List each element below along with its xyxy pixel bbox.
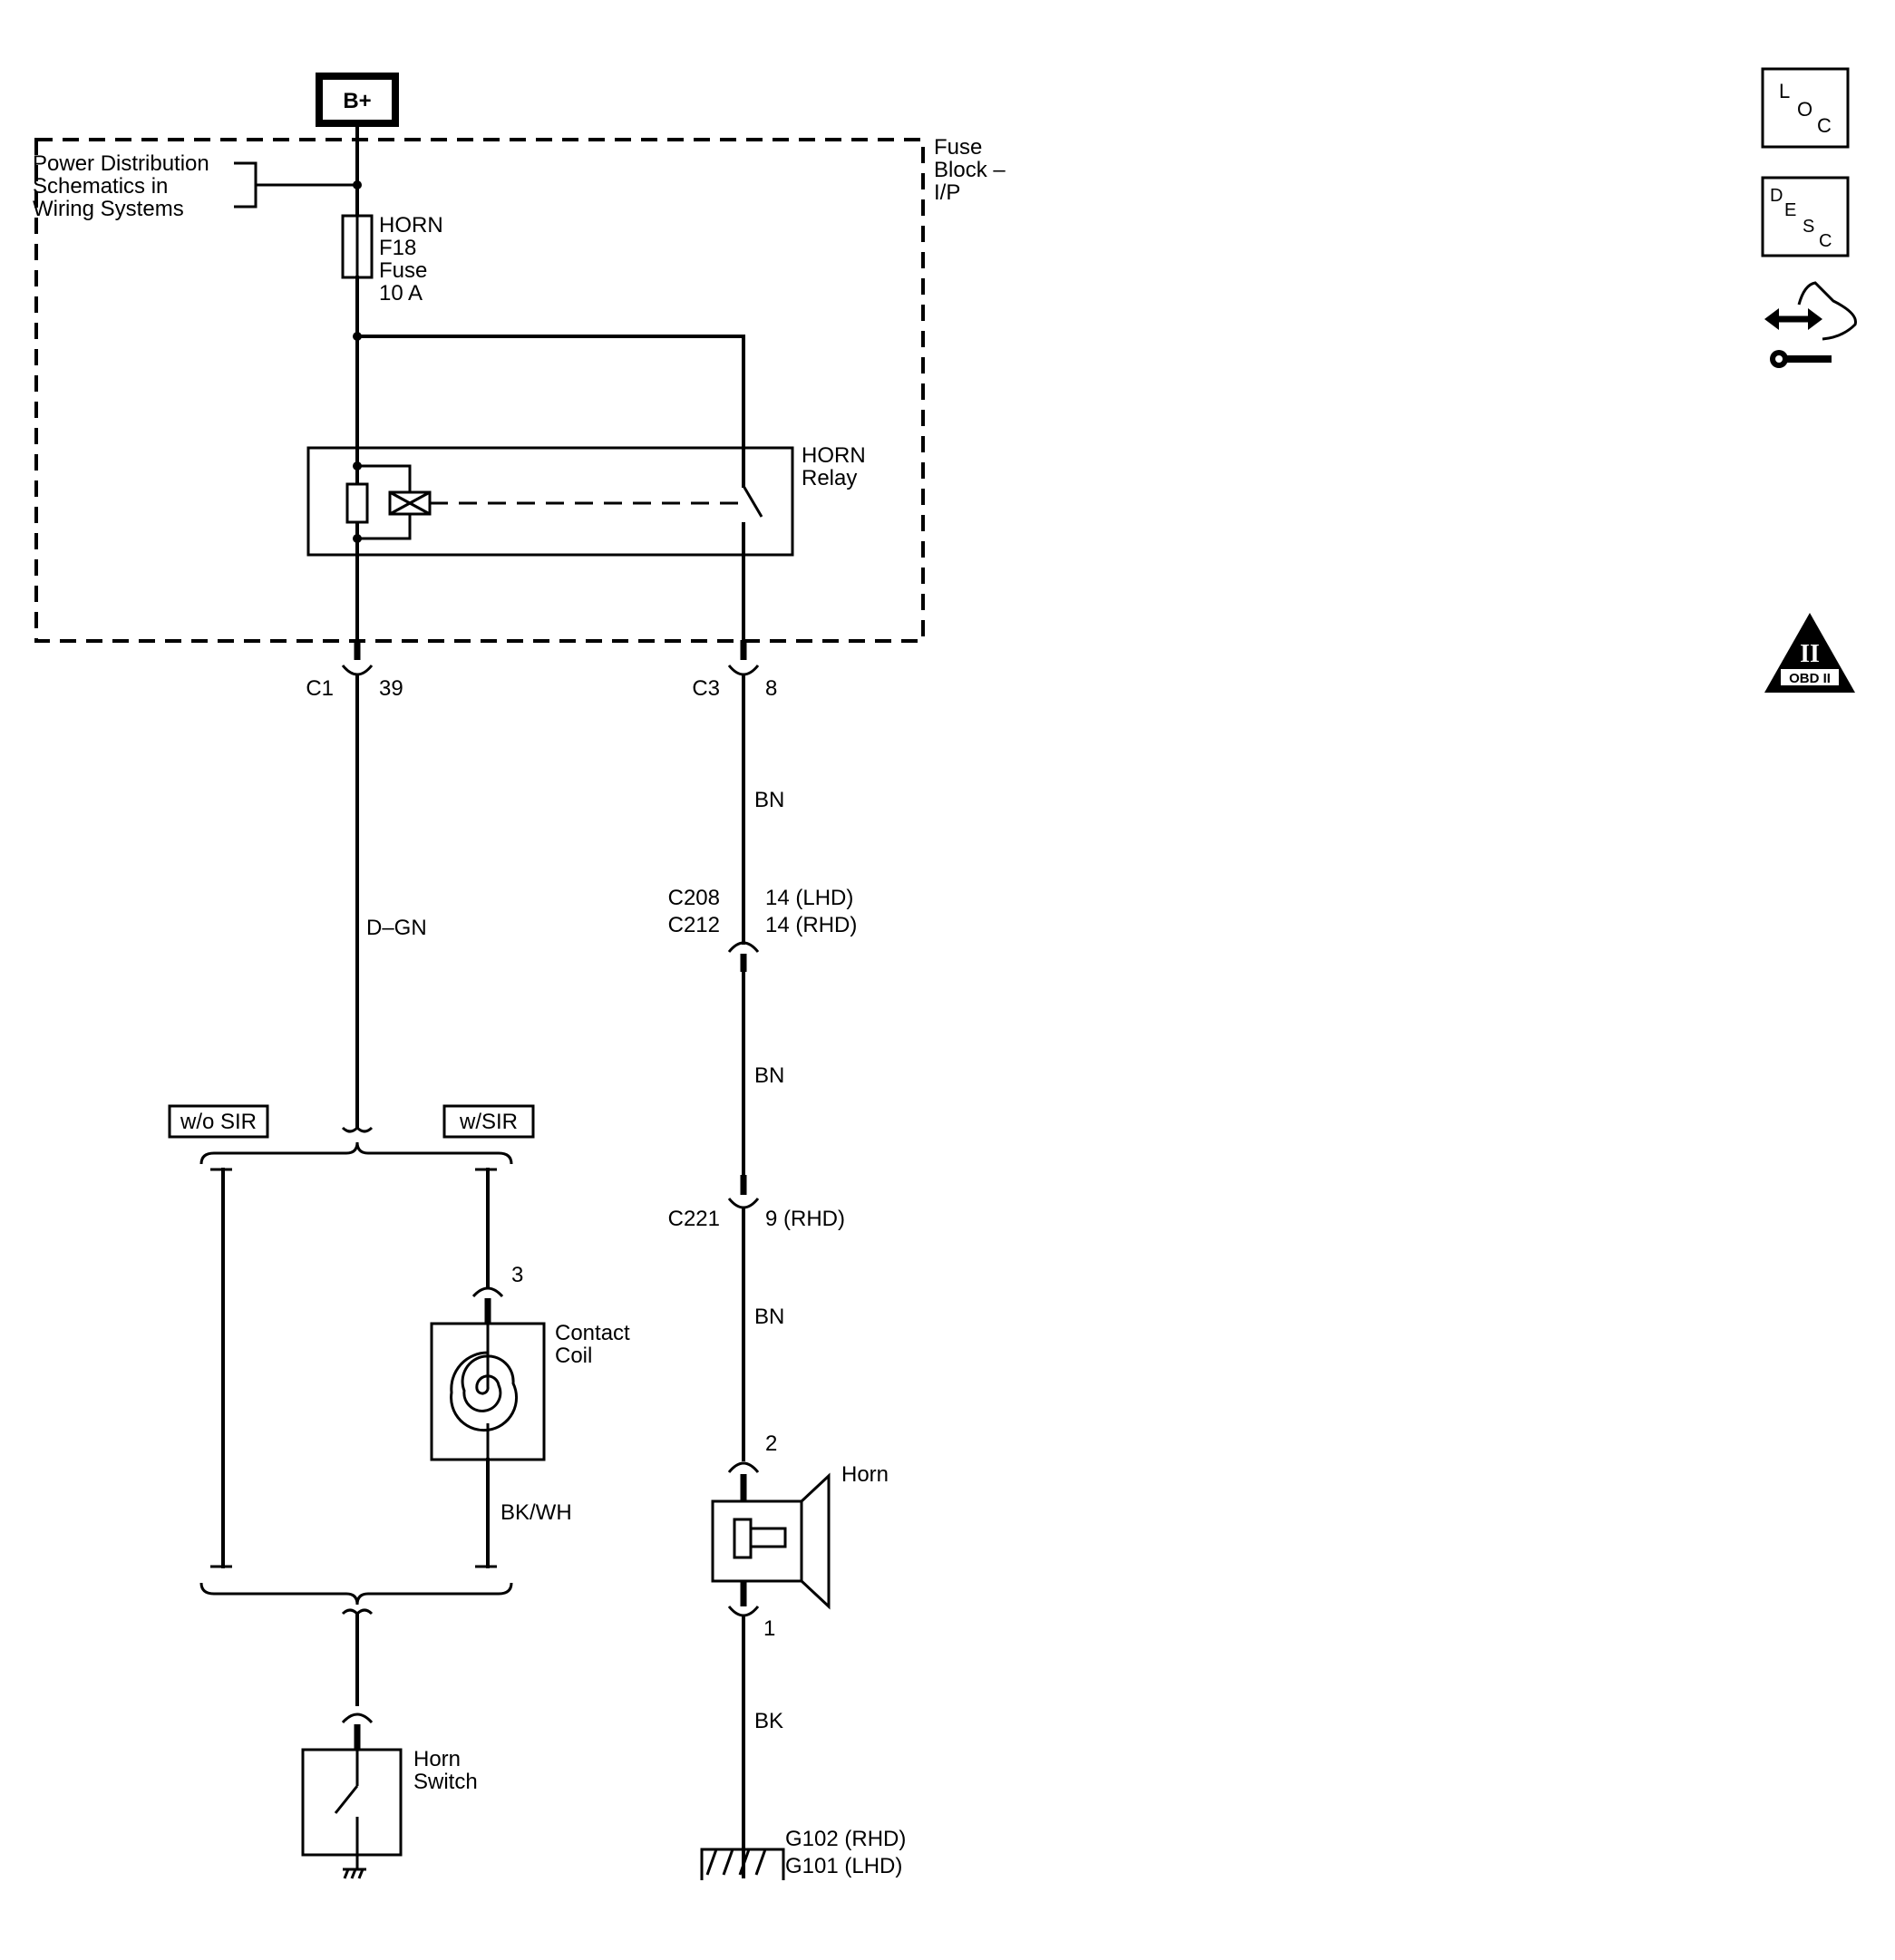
svg-text:Fuse: Fuse <box>379 258 427 283</box>
svg-text:C212: C212 <box>668 913 720 937</box>
svg-text:O: O <box>1797 98 1812 121</box>
svg-text:Horn: Horn <box>413 1747 461 1771</box>
wire-bk-label: BK <box>754 1709 783 1733</box>
svg-text:14 (RHD): 14 (RHD) <box>765 913 857 937</box>
contact-coil-label: Contact Coil <box>555 1321 630 1368</box>
ground-label: G102 (RHD) G101 (LHD) <box>785 1827 906 1878</box>
svg-text:E: E <box>1784 200 1796 220</box>
option-brace-top <box>199 1141 513 1165</box>
connector-c208-c212: C208 C212 14 (LHD) 14 (RHD) <box>668 886 857 972</box>
battery-positive-box: B+ <box>316 73 399 127</box>
svg-text:Block –: Block – <box>934 158 1006 182</box>
obd-ii-icon[interactable]: II OBD II <box>1764 613 1855 693</box>
svg-text:L: L <box>1779 80 1790 102</box>
svg-text:Relay: Relay <box>802 466 857 490</box>
contact-coil-pin: 3 <box>511 1263 523 1287</box>
wire-bk-wh-label: BK/WH <box>500 1500 572 1525</box>
svg-text:39: 39 <box>379 676 403 701</box>
svg-text:Power Distribution: Power Distribution <box>33 151 209 176</box>
wire-without-sir <box>210 1168 232 1568</box>
option-with-sir: w/SIR <box>442 1104 535 1139</box>
svg-text:Coil: Coil <box>555 1344 592 1368</box>
option-brace-bottom <box>199 1582 513 1606</box>
connector-c221: C221 9 (RHD) <box>668 1175 845 1231</box>
horn-pin-bottom: 1 <box>763 1616 775 1641</box>
fuse-block-boundary <box>34 138 925 643</box>
svg-text:C: C <box>1819 231 1832 251</box>
horn-pin-top: 2 <box>765 1431 777 1456</box>
wire-bn-middle-label: BN <box>754 1063 784 1088</box>
svg-text:C3: C3 <box>692 676 720 701</box>
description-icon[interactable]: D E S C <box>1761 176 1850 257</box>
diagnostic-icon[interactable] <box>1764 281 1857 368</box>
option-without-sir: w/o SIR <box>168 1104 269 1139</box>
wire-d-gn-label: D–GN <box>366 916 427 940</box>
svg-text:w/SIR: w/SIR <box>459 1110 518 1134</box>
svg-text:C1: C1 <box>306 676 334 701</box>
svg-text:II: II <box>1800 640 1820 668</box>
horn: 2 1 <box>711 1431 831 1641</box>
horn-switch-label: Horn Switch <box>413 1747 478 1794</box>
svg-text:G102 (RHD): G102 (RHD) <box>785 1827 906 1851</box>
svg-text:Schematics in: Schematics in <box>33 174 168 199</box>
location-icon[interactable]: L O C <box>1761 67 1850 149</box>
battery-positive-label: B+ <box>343 89 371 113</box>
svg-text:Wiring Systems: Wiring Systems <box>33 197 184 221</box>
svg-text:I/P: I/P <box>934 180 960 205</box>
svg-text:C208: C208 <box>668 886 720 910</box>
svg-text:Contact: Contact <box>555 1321 630 1345</box>
svg-text:HORN: HORN <box>802 443 866 468</box>
horn-fuse <box>341 214 374 279</box>
wire-with-sir <box>471 1168 504 1324</box>
relay-switch-feed-wire <box>355 335 745 488</box>
contact-coil <box>430 1322 546 1461</box>
svg-text:G101 (LHD): G101 (LHD) <box>785 1854 902 1878</box>
power-distribution-reference: Power Distribution Schematics in Wiring … <box>33 151 362 221</box>
svg-text:C: C <box>1817 114 1832 137</box>
horn-speaker-icon <box>733 1472 831 1610</box>
wire-bn-lower-label: BN <box>754 1305 784 1329</box>
svg-text:OBD II: OBD II <box>1789 671 1831 686</box>
svg-text:w/o SIR: w/o SIR <box>180 1110 257 1134</box>
connector-c1: C1 39 <box>306 640 403 701</box>
svg-text:14 (LHD): 14 (LHD) <box>765 886 853 910</box>
horn-switch <box>301 1713 403 1857</box>
svg-text:10 A: 10 A <box>379 281 423 306</box>
connector-c3: C3 8 <box>692 640 777 701</box>
svg-text:8: 8 <box>765 676 777 701</box>
wire-bn-upper-label: BN <box>754 788 784 812</box>
chassis-ground-icon <box>700 1848 785 1880</box>
svg-text:Switch: Switch <box>413 1770 478 1794</box>
horn-label: Horn <box>841 1462 889 1487</box>
svg-text:HORN: HORN <box>379 213 443 238</box>
svg-text:D: D <box>1770 186 1783 206</box>
svg-text:F18: F18 <box>379 236 416 260</box>
horn-fuse-label: HORN F18 Fuse 10 A <box>379 213 443 306</box>
fuse-block-label: Fuse Block – I/P <box>934 135 1006 205</box>
svg-text:Fuse: Fuse <box>934 135 982 160</box>
svg-text:C221: C221 <box>668 1207 720 1231</box>
horn-relay-label: HORN Relay <box>802 443 866 490</box>
horn-switch-ground-icon <box>343 1855 366 1879</box>
svg-text:9 (RHD): 9 (RHD) <box>765 1207 845 1231</box>
horn-relay <box>306 446 794 647</box>
svg-text:S: S <box>1803 217 1814 237</box>
spiral-coil-icon <box>450 1324 519 1432</box>
relay-coil-icon <box>388 490 432 516</box>
